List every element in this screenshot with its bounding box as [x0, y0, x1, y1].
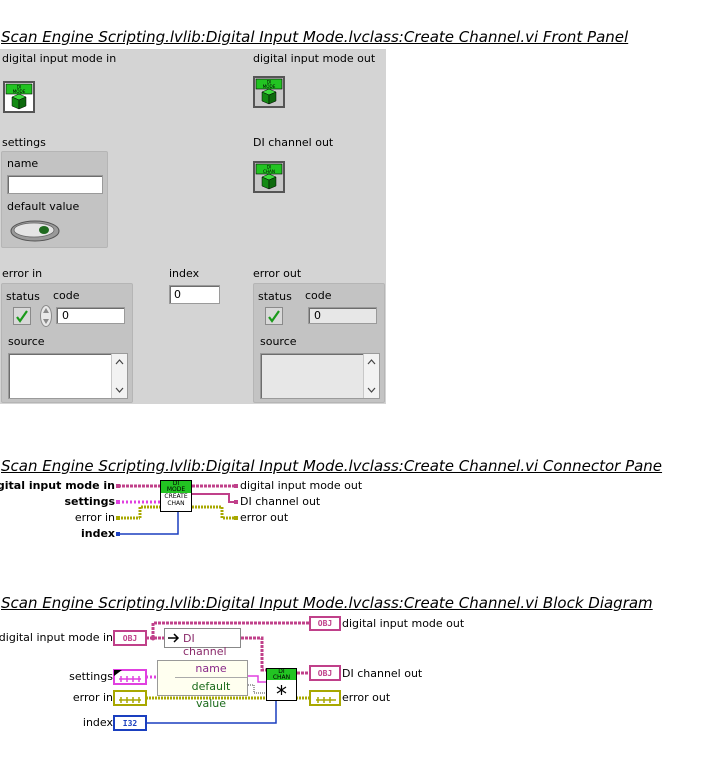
bd-input-digital-input-mode-in: digital input mode in — [0, 631, 113, 644]
block-diagram-title: Scan Engine Scripting.lvlib:Digital Inpu… — [1, 594, 653, 612]
cp-input-index: index — [80, 527, 115, 540]
front-panel: digital input mode in DI MODE digital in… — [0, 49, 386, 404]
source-scrollbar[interactable] — [363, 354, 379, 398]
code-increment-decrement[interactable] — [40, 305, 52, 327]
front-panel-title: Scan Engine Scripting.lvlib:Digital Inpu… — [1, 28, 629, 46]
vi-icon-banner: DI MODE — [161, 481, 191, 493]
status-label: status — [6, 290, 40, 303]
digital-input-mode-out-terminal[interactable]: OBJ — [317, 619, 333, 628]
scroll-arrows-icon — [115, 359, 124, 393]
source-label: source — [8, 335, 45, 348]
svg-text:MODE: MODE — [263, 84, 276, 89]
source-label: source — [260, 335, 297, 348]
digital-input-mode-in-label: digital input mode in — [2, 52, 117, 65]
connector-pane-title: Scan Engine Scripting.lvlib:Digital Inpu… — [1, 457, 663, 475]
error-in-cluster: status code 0 source — [1, 283, 133, 403]
cp-input-error-in: error in — [74, 511, 115, 524]
di-mode-class-icon: DI MODE — [5, 83, 33, 110]
bundle-field-name: name — [175, 661, 247, 678]
error-in-terminal[interactable] — [118, 694, 142, 703]
cp-input-digital-input-mode-in: digital input mode in — [0, 479, 115, 492]
status-label: status — [258, 290, 292, 303]
code-input[interactable]: 0 — [56, 307, 125, 324]
settings-terminal[interactable] — [118, 673, 142, 682]
scroll-arrows-icon — [367, 359, 376, 393]
settings-label: settings — [2, 136, 46, 149]
boolean-switch-icon — [10, 220, 60, 242]
error-out-label: error out — [253, 267, 302, 280]
cp-output-di-channel-out: DI channel out — [240, 495, 321, 508]
bundle-by-name-node[interactable]: name default value — [157, 660, 248, 710]
index-input[interactable]: 0 — [169, 285, 220, 304]
bd-input-settings: settings — [69, 670, 113, 683]
error-out-terminal[interactable] — [315, 694, 337, 703]
bd-output-digital-input-mode-out: digital input mode out — [342, 617, 465, 630]
di-chan-class-icon: DI CHAN — [255, 163, 283, 190]
code-label: code — [53, 289, 80, 302]
status-checkbox[interactable] — [13, 307, 31, 325]
check-icon — [16, 310, 28, 323]
default-value-toggle[interactable] — [10, 220, 60, 242]
svg-text:CHAN: CHAN — [263, 169, 275, 174]
error-in-label: error in — [2, 267, 43, 280]
cp-output-error-out: error out — [240, 511, 289, 524]
svg-text:DI: DI — [267, 165, 271, 170]
di-channel-constant[interactable]: DI channel — [164, 628, 241, 658]
bd-input-index: index — [82, 716, 113, 729]
arrow-right-icon — [168, 633, 180, 643]
cluster-terminal-icon — [119, 676, 141, 682]
name-label: name — [7, 157, 39, 170]
vi-icon-text: CREATE CHAN — [164, 493, 188, 507]
di-channel-constant-label: DI channel — [183, 632, 227, 658]
spin-arrows-icon — [40, 305, 52, 327]
bundle-field-default-value: default value — [191, 680, 231, 710]
connector-pane: digital input mode in settings error in … — [0, 478, 708, 543]
digital-input-mode-in-control[interactable]: DI MODE — [3, 81, 35, 113]
cp-input-settings: settings — [64, 495, 115, 508]
check-icon — [268, 310, 280, 323]
block-diagram: digital input mode in settings error in … — [0, 614, 708, 744]
svg-text:DI: DI — [267, 80, 271, 85]
source-scrollbar[interactable] — [111, 354, 127, 398]
source-textarea[interactable] — [8, 353, 128, 399]
name-input[interactable] — [7, 175, 103, 194]
di-channel-out-label: DI channel out — [253, 136, 334, 149]
bd-input-error-in: error in — [72, 691, 113, 704]
status-indicator — [265, 307, 283, 325]
source-indicator — [260, 353, 380, 399]
node-banner: DI CHAN — [267, 669, 296, 680]
cluster-terminal-icon — [316, 697, 336, 703]
code-indicator: 0 — [308, 307, 377, 324]
cluster-terminal-icon — [119, 697, 141, 703]
default-value-label: default value — [7, 200, 80, 213]
code-label: code — [305, 289, 332, 302]
digital-input-mode-in-terminal[interactable]: OBJ — [122, 633, 138, 643]
di-channel-out-terminal[interactable]: OBJ — [317, 668, 333, 678]
settings-cluster: name default value — [1, 151, 108, 248]
create-chan-vi-icon[interactable]: DI MODE CREATE CHAN — [160, 480, 192, 512]
digital-input-mode-out-indicator: DI MODE — [253, 76, 285, 108]
di-mode-class-icon: DI MODE — [255, 78, 283, 105]
asterisk-icon — [276, 685, 287, 695]
create-di-chan-node[interactable]: DI CHAN — [266, 668, 297, 701]
connector-wires — [116, 484, 238, 536]
index-label: index — [169, 267, 200, 280]
index-terminal[interactable]: I32 — [122, 718, 138, 728]
error-out-cluster: status code 0 source — [253, 283, 385, 403]
di-channel-out-indicator: DI CHAN — [253, 161, 285, 193]
bd-output-di-channel-out: DI channel out — [342, 667, 423, 680]
digital-input-mode-out-label: digital input mode out — [253, 52, 376, 65]
svg-text:DI: DI — [17, 85, 21, 90]
svg-text:MODE: MODE — [13, 89, 26, 94]
cp-output-digital-input-mode-out: digital input mode out — [240, 479, 363, 492]
bd-output-error-out: error out — [342, 691, 391, 704]
